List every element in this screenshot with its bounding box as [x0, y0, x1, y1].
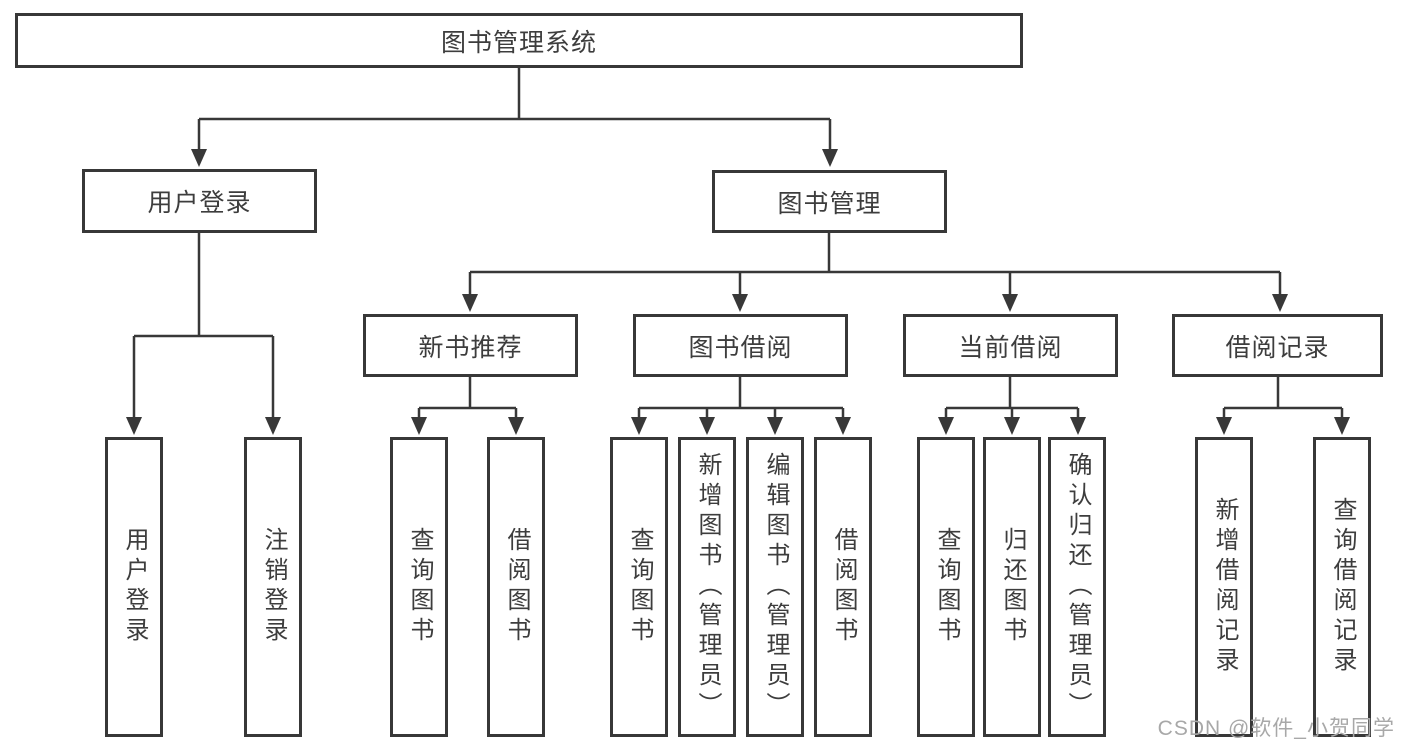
node-label: 当前借阅	[958, 333, 1063, 362]
node-label: 借阅记录	[1225, 333, 1330, 362]
csdn-watermark: CSDN @软件_小贺同学	[1157, 717, 1395, 740]
node-label: 新书推荐	[418, 333, 523, 362]
leaf-add-borrow-record: 新增借阅记录	[1195, 437, 1253, 737]
node-label: 借阅图书	[503, 527, 530, 647]
node-label: 用户登录	[147, 189, 252, 217]
node-borrow-records: 借阅记录	[1172, 314, 1383, 377]
node-label: 图书管理系统	[440, 28, 597, 57]
node-label: 确认归还（管理员）	[1064, 452, 1091, 722]
node-label: 查询借阅记录	[1329, 497, 1356, 677]
node-library-management-system: 图书管理系统	[15, 13, 1023, 68]
node-book-management: 图书管理	[712, 170, 947, 233]
node-book-borrowing: 图书借阅	[633, 314, 848, 377]
leaf-query-books-current: 查询图书	[917, 437, 975, 737]
leaf-query-borrow-record: 查询借阅记录	[1313, 437, 1371, 737]
node-label: 用户登录	[121, 527, 148, 647]
leaf-confirm-return-admin: 确认归还（管理员）	[1048, 437, 1106, 737]
node-label: 图书管理	[777, 189, 882, 218]
leaf-borrow-books-recommend: 借阅图书	[487, 437, 545, 737]
node-label: 查询图书	[626, 527, 653, 647]
node-label: 归还图书	[999, 527, 1026, 647]
leaf-borrow-books: 借阅图书	[814, 437, 872, 737]
node-label: 新增图书（管理员）	[694, 452, 721, 722]
leaf-add-books-admin: 新增图书（管理员）	[678, 437, 736, 737]
node-new-book-recommend: 新书推荐	[363, 314, 578, 377]
leaf-query-books-borrow: 查询图书	[610, 437, 668, 737]
node-label: 注销登录	[260, 527, 287, 647]
leaf-logout: 注销登录	[244, 437, 302, 737]
node-current-borrowing: 当前借阅	[903, 314, 1118, 377]
node-label: 图书借阅	[688, 333, 793, 362]
node-label: 借阅图书	[830, 527, 857, 647]
node-label: 编辑图书（管理员）	[762, 452, 789, 722]
node-user-login: 用户登录	[82, 169, 317, 233]
node-label: 查询图书	[933, 527, 960, 647]
leaf-edit-books-admin: 编辑图书（管理员）	[746, 437, 804, 737]
leaf-user-login: 用户登录	[105, 437, 163, 737]
node-label: 新增借阅记录	[1211, 497, 1238, 677]
node-label: 查询图书	[406, 527, 433, 647]
leaf-return-books: 归还图书	[983, 437, 1041, 737]
leaf-query-books-recommend: 查询图书	[390, 437, 448, 737]
